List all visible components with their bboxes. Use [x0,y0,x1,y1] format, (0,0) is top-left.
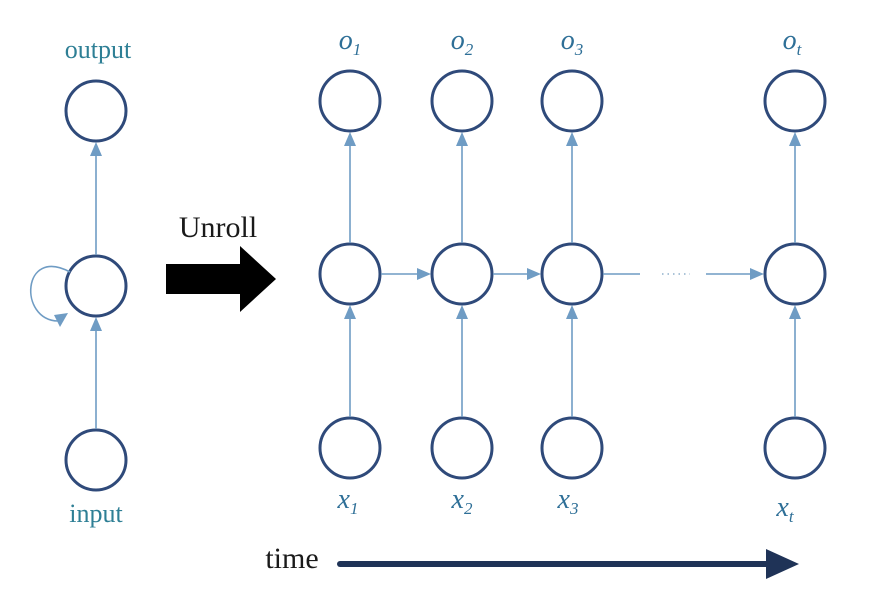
recurrent-arrowhead-gap-t [750,268,764,280]
folded-hidden-node [64,254,128,318]
folded-input-node [64,428,128,492]
output-label-1: o1 [339,25,362,59]
unrolled-rnn: o1 o2 o3 ot [318,25,827,526]
output-node-t [763,69,827,133]
input-to-hidden-arrowhead-2 [456,305,468,319]
input-label-2: x2 [451,484,473,518]
folded-output-arrowhead [90,142,102,156]
hidden-to-output-arrowhead-3 [566,132,578,146]
input-node-2 [430,416,494,480]
time-label: time [265,542,318,575]
hidden-to-output-arrowhead-t [789,132,801,146]
hidden-node-3 [540,242,604,306]
unroll-label: Unroll [179,211,257,244]
hidden-node-1 [318,242,382,306]
output-label-3: o3 [561,25,584,59]
input-to-hidden-arrowhead-3 [566,305,578,319]
hidden-node-2 [430,242,494,306]
recurrent-arrowhead-2-3 [527,268,541,280]
time-axis: time [265,542,799,579]
input-label-1: x1 [337,484,359,518]
hidden-to-output-arrowhead-1 [344,132,356,146]
unroll: Unroll [166,211,276,312]
output-node-1 [318,69,382,133]
input-to-hidden-arrowhead-t [789,305,801,319]
input-to-hidden-arrowhead-1 [344,305,356,319]
folded-output-node [64,79,128,143]
input-label: input [69,499,123,528]
input-label-3: x3 [557,484,579,518]
unroll-arrow [166,246,276,312]
input-label-t: xt [775,492,794,526]
recurrent-loop-arrowhead [54,313,68,327]
recurrent-arrowhead-1-2 [417,268,431,280]
input-node-t [763,416,827,480]
recurrent-loop-edge [29,265,71,322]
hidden-to-output-arrowhead-2 [456,132,468,146]
output-label: output [65,35,132,64]
input-node-3 [540,416,604,480]
input-node-1 [318,416,382,480]
output-node-2 [430,69,494,133]
time-arrow-head [766,549,799,579]
output-node-3 [540,69,604,133]
folded-input-arrowhead [90,317,102,331]
output-label-2: o2 [451,25,474,59]
folded-rnn: output input [29,35,132,528]
hidden-node-t [763,242,827,306]
output-label-t: ot [783,25,803,59]
